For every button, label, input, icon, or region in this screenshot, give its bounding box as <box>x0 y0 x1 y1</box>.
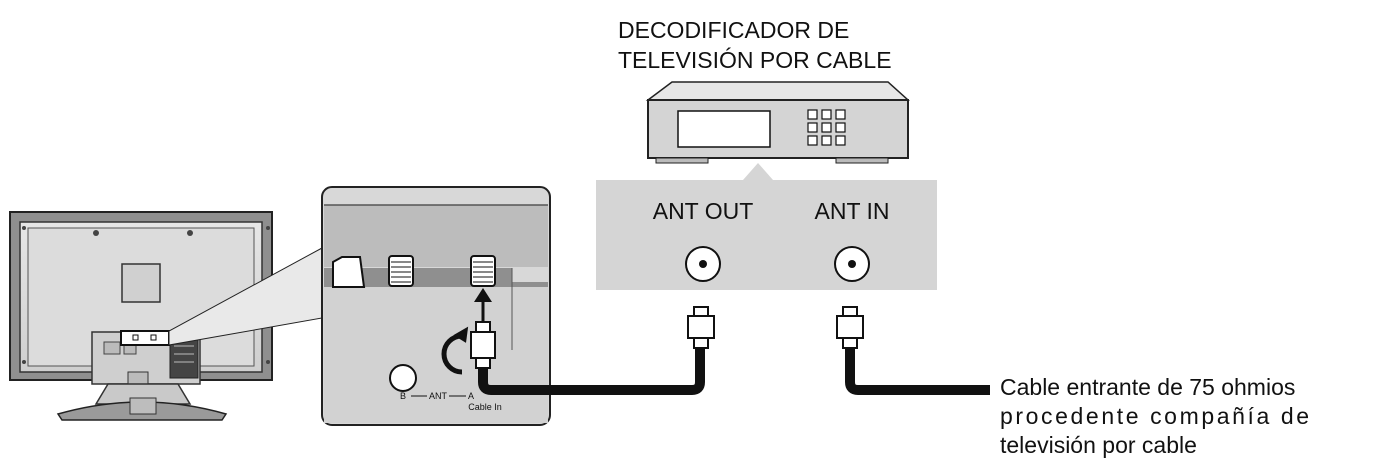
decoder-back-panel: ANT OUT ANT IN <box>596 163 937 290</box>
tv-terminal-panel: B ANT A Cable In <box>321 186 551 426</box>
label-a: A <box>468 391 474 401</box>
incoming-cable-line3: televisión por cable <box>1000 432 1197 458</box>
incoming-cable-line1: Cable entrante de 75 ohmios <box>1000 374 1295 400</box>
ant-out-label: ANT OUT <box>653 198 754 224</box>
tv-back-view <box>9 211 273 421</box>
cable-decoder-box <box>645 81 910 164</box>
ant-b-port <box>389 364 417 392</box>
ant-b-connector <box>388 255 414 287</box>
keypad-icon <box>807 109 846 146</box>
decoder-title-line2: TELEVISIÓN POR CABLE <box>618 47 892 73</box>
ant-in-label: ANT IN <box>815 198 890 224</box>
decoder-title-line1: DECODIFICADOR DE <box>618 17 849 43</box>
insert-arrow-icon <box>474 288 492 302</box>
f-connector-ant-out <box>687 306 715 349</box>
label-b: B <box>400 391 406 401</box>
f-connector-ant-in <box>836 306 864 349</box>
incoming-cable <box>845 348 990 395</box>
label-cable-in: Cable In <box>468 402 502 412</box>
cable-tv-to-decoder <box>478 348 705 395</box>
ant-a-connector <box>470 255 496 287</box>
label-ant: ANT <box>429 391 448 401</box>
incoming-cable-line2: procedente compañía de <box>1000 403 1312 429</box>
rotate-arrow-icon <box>441 333 463 375</box>
